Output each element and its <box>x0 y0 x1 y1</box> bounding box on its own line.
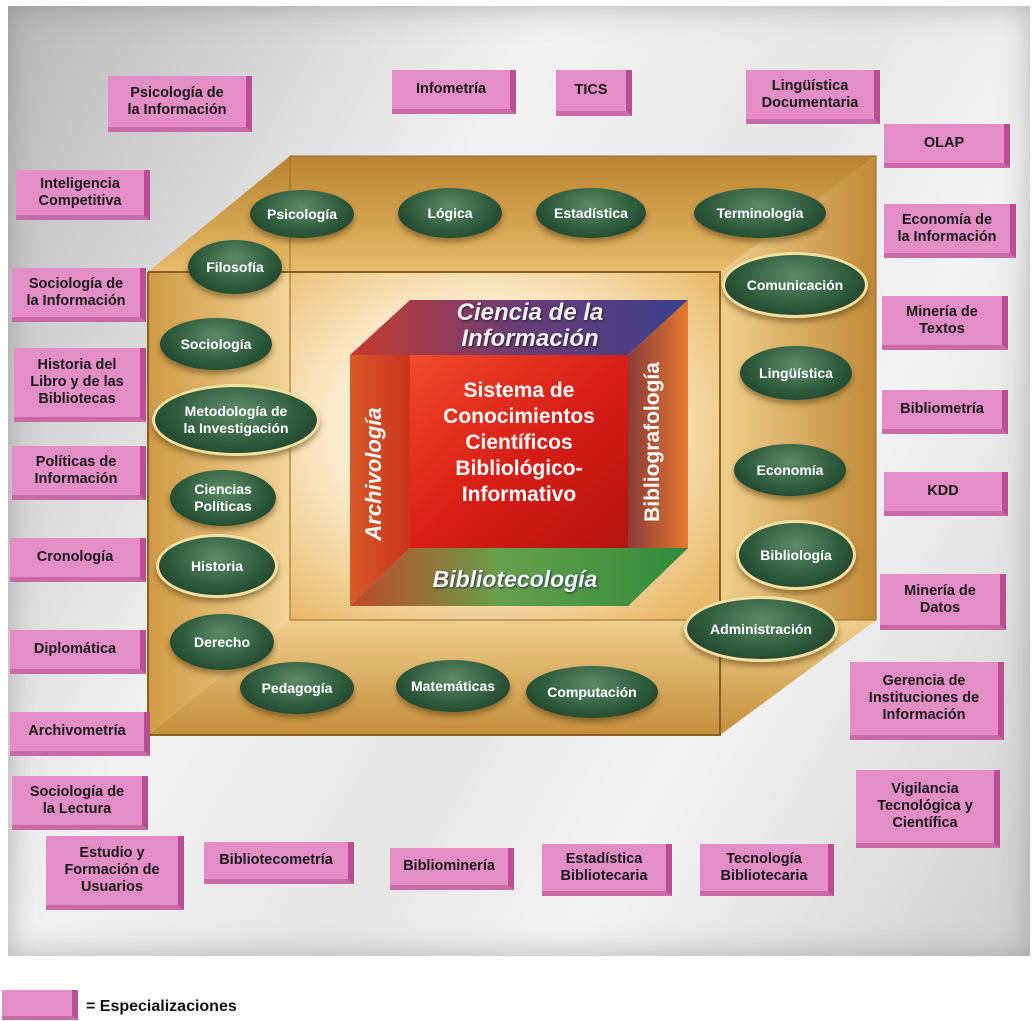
discipline-matematicas: Matemáticas <box>396 660 510 712</box>
discipline-psicologia: Psicología <box>250 190 354 238</box>
spec-biblimineria: Bibliominería <box>390 848 514 890</box>
discipline-historia: Historia <box>156 534 278 598</box>
discipline-pedagogia: Pedagogía <box>240 662 354 714</box>
spec-sociologia-informacion: Sociología de la Información <box>12 268 146 322</box>
spec-estadistica-bibliotecaria: Estadística Bibliotecaria <box>542 844 672 896</box>
cube-bottom-label: Bibliotecología <box>432 566 598 592</box>
discipline-linguistica: Lingüística <box>740 346 852 400</box>
spec-olap: OLAP <box>884 124 1010 168</box>
spec-mineria-textos: Minería de Textos <box>882 296 1008 350</box>
legend-swatch <box>2 990 78 1020</box>
cube-top-label-1: Ciencia de la <box>456 299 604 326</box>
cube-front-face <box>410 355 628 548</box>
spec-politicas-informacion: Políticas de Información <box>12 446 146 500</box>
discipline-filosofia: Filosofía <box>188 240 282 294</box>
cube-bottom-face <box>350 548 688 606</box>
center-line-4: Bibliológico- <box>455 457 583 480</box>
cube-top-face <box>350 300 688 355</box>
spec-bibliometria: Bibliometría <box>882 390 1008 434</box>
cube-center-text: Sistema de Conocimientos Científicos Bib… <box>410 378 628 508</box>
cube-right-face <box>628 300 688 606</box>
discipline-derecho: Derecho <box>170 614 274 670</box>
discipline-computacion: Computación <box>526 666 658 718</box>
discipline-comunicacion: Comunicación <box>722 252 868 318</box>
discipline-logica: Lógica <box>398 188 502 238</box>
spec-tics: TICS <box>556 70 632 116</box>
spec-estudio-formacion-usuarios: Estudio y Formación de Usuarios <box>46 836 184 910</box>
spec-infometria: Infometría <box>392 70 516 114</box>
frame-top-face <box>148 156 876 272</box>
spec-mineria-datos: Minería de Datos <box>880 574 1006 630</box>
discipline-estadistica: Estadística <box>536 188 646 238</box>
cube-left-face <box>350 355 410 606</box>
cube-top-label-2: Información <box>461 325 599 352</box>
center-line-1: Sistema de <box>463 379 575 402</box>
spec-linguistica-documentaria: Lingüística Documentaria <box>746 70 880 124</box>
spec-inteligencia-competitiva: Inteligencia Competitiva <box>16 170 150 220</box>
spec-vigilancia-tecnologica: Vigilancia Tecnológica y Científica <box>856 770 1000 848</box>
center-line-5: Informativo <box>461 483 577 506</box>
discipline-sociologia: Sociología <box>160 318 272 370</box>
spec-archivometria: Archivometría <box>10 712 150 756</box>
spec-sociologia-lectura: Sociología de la Lectura <box>12 776 148 830</box>
spec-tecnologia-bibliotecaria: Tecnología Bibliotecaria <box>700 844 834 896</box>
spec-diplomatica: Diplomática <box>10 630 146 674</box>
legend-label: = Especializaciones <box>86 998 237 1015</box>
cube-left-label: Archivología <box>361 407 386 541</box>
spec-bibliotecometria: Bibliotecometría <box>204 842 354 884</box>
cube-right-label: Bibliografología <box>641 362 664 522</box>
center-line-2: Conocimientos <box>443 405 595 428</box>
discipline-ciencias-politicas: Ciencias Políticas <box>170 470 276 526</box>
discipline-administracion: Administración <box>684 596 838 662</box>
spec-gerencia-instituciones: Gerencia de Instituciones de Información <box>850 662 1004 740</box>
spec-kdd: KDD <box>884 472 1008 516</box>
spec-psicologia-informacion: Psicología de la Información <box>108 76 252 132</box>
center-line-3: Científicos <box>465 431 573 454</box>
spec-economia-informacion: Economía de la Información <box>884 204 1016 258</box>
discipline-economia: Economía <box>734 444 846 496</box>
discipline-metodologia: Metodología de la Investigación <box>152 384 320 456</box>
discipline-terminologia: Terminología <box>694 188 826 238</box>
spec-cronologia: Cronología <box>10 538 146 582</box>
discipline-bibliologia: Bibliología <box>736 520 856 590</box>
spec-historia-libro: Historia del Libro y de las Bibliotecas <box>14 348 146 422</box>
